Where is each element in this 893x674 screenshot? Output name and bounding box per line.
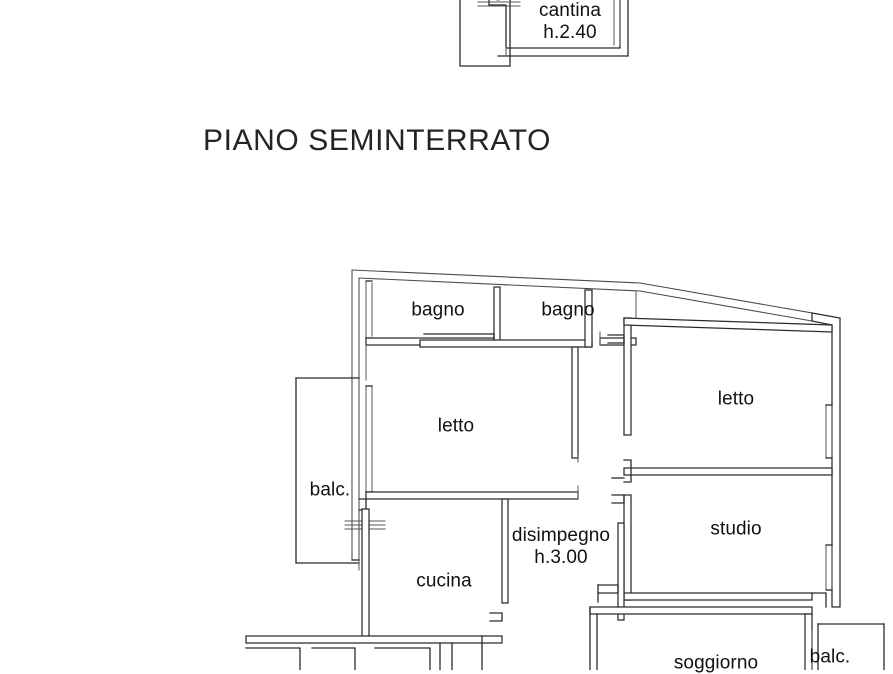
cantina-plan-geometry — [459, 0, 629, 67]
page-title: PIANO SEMINTERRATO — [203, 124, 552, 157]
main-plan-outer-walls — [351, 269, 841, 608]
balcone-right-walls — [811, 623, 885, 670]
studio-walls — [611, 494, 833, 601]
soggiorno-walls — [589, 592, 827, 670]
bagno-band-walls — [365, 280, 637, 348]
letto-left-walls — [358, 344, 579, 511]
letto-right-walls — [607, 317, 833, 483]
cucina-walls — [245, 508, 503, 670]
disimpegno-walls — [489, 498, 625, 622]
misc-wall-details — [351, 333, 625, 571]
